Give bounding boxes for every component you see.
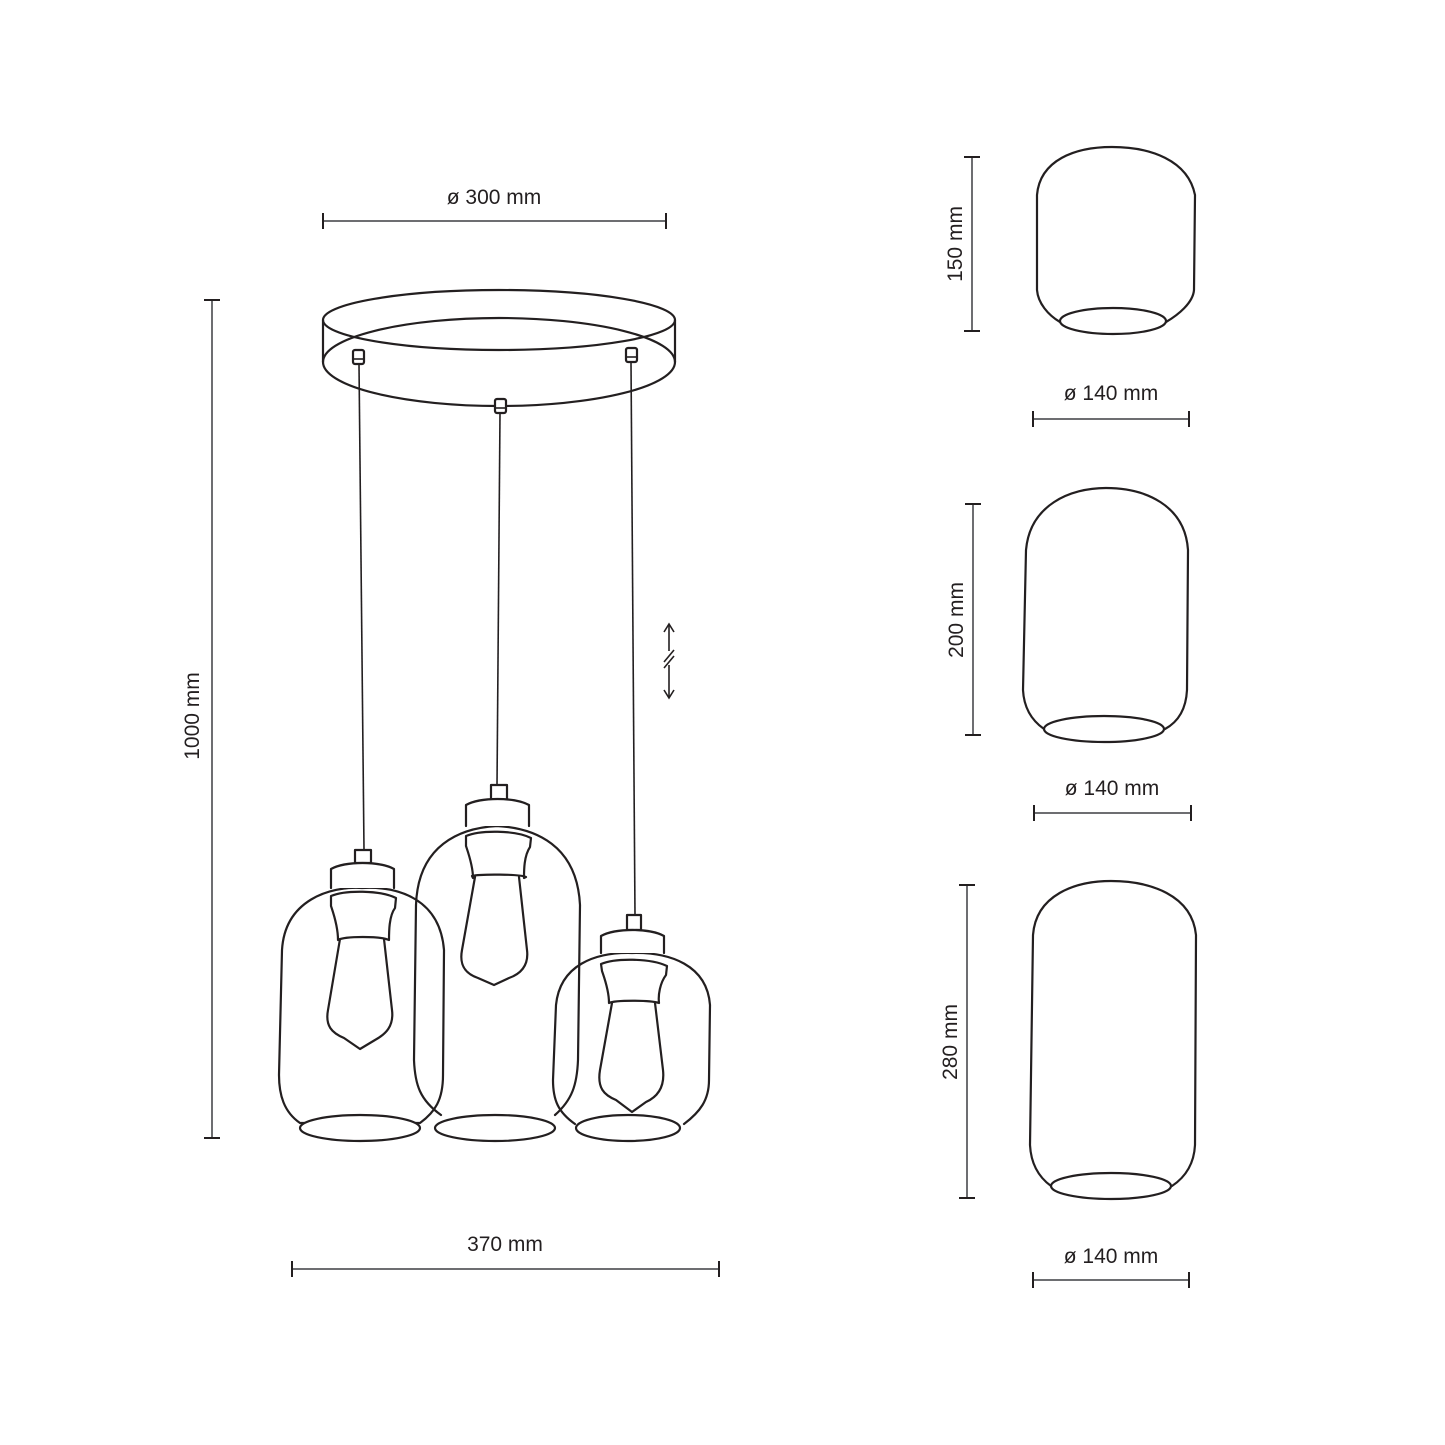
ceiling-canopy bbox=[321, 288, 677, 415]
cable-center bbox=[496, 412, 501, 787]
pendant-right bbox=[551, 913, 712, 1143]
shade-200-diameter-label: ø 140 mm bbox=[1065, 777, 1160, 800]
total-height-label: 1000 mm bbox=[181, 672, 204, 760]
pendant-left bbox=[277, 848, 446, 1143]
cable-left bbox=[358, 363, 365, 851]
shade-150: 150 mm ø 140 mm bbox=[944, 145, 1197, 427]
shade-280-height-label: 280 mm bbox=[939, 1004, 962, 1080]
shade-200: 200 mm ø 140 mm bbox=[945, 486, 1192, 821]
shade-150-height-label: 150 mm bbox=[944, 206, 967, 282]
pendant-center-tall bbox=[412, 783, 582, 1143]
adjustable-length-arrow-icon bbox=[663, 622, 675, 700]
total-height-dimension: 1000 mm bbox=[181, 299, 220, 1139]
cable-grip-right bbox=[624, 346, 639, 364]
cable-grip-center bbox=[493, 397, 508, 415]
shade-280: 280 mm ø 140 mm bbox=[939, 879, 1198, 1288]
cable-grip-left bbox=[351, 348, 366, 366]
cable-right bbox=[630, 361, 636, 917]
total-width-label: 370 mm bbox=[467, 1233, 543, 1256]
shade-280-diameter-label: ø 140 mm bbox=[1064, 1245, 1159, 1268]
shade-200-height-label: 200 mm bbox=[945, 582, 968, 658]
shade-150-diameter-label: ø 140 mm bbox=[1064, 382, 1159, 405]
canopy-diameter-label: ø 300 mm bbox=[447, 186, 542, 209]
suspension-cables bbox=[358, 361, 636, 917]
canopy-diameter-dimension: ø 300 mm bbox=[322, 186, 667, 229]
total-width-dimension: 370 mm bbox=[291, 1233, 720, 1277]
